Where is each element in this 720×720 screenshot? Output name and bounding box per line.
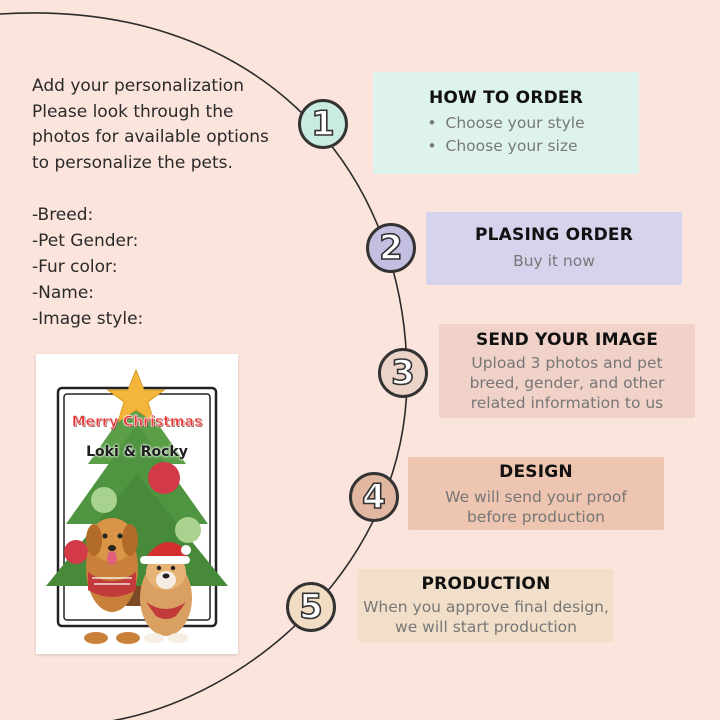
field-pet-gender: -Pet Gender:	[32, 231, 139, 251]
field-breed: -Breed:	[32, 205, 94, 225]
step-4-title: DESIGN	[499, 462, 573, 482]
step-3-desc-line: breed, gender, and other	[469, 374, 665, 392]
step-2-number-badge: 2	[366, 223, 416, 273]
pet-names-text: Loki & Rocky	[86, 444, 188, 460]
personalization-intro: Add your personalization Please look thr…	[32, 74, 302, 176]
intro-line: to personalize the pets.	[32, 152, 233, 173]
personalization-fields: -Breed: -Pet Gender: -Fur color: -Name: …	[32, 202, 143, 332]
step-2-card: PLASING ORDER Buy it now	[426, 212, 682, 285]
step-5-desc-line: we will start production	[395, 618, 577, 636]
field-fur-color: -Fur color:	[32, 257, 118, 277]
step-3-title: SEND YOUR IMAGE	[475, 330, 659, 350]
step-3-desc-line: Upload 3 photos and pet	[471, 354, 663, 372]
intro-line: Add your personalization	[32, 76, 244, 96]
step-5-card: PRODUCTION When you approve final design…	[358, 569, 614, 642]
step-2-title: PLASING ORDER	[474, 225, 634, 245]
step-1-title: HOW TO ORDER	[428, 88, 584, 108]
field-image-style: -Image style:	[32, 309, 144, 329]
greeting-text: Merry Christmas	[71, 414, 203, 431]
intro-line: Please look through the	[32, 101, 234, 122]
step-1-number-badge: 1	[298, 99, 348, 149]
bullet-choose-size: Choose your size	[427, 135, 584, 158]
product-blanket-image: Merry Christmas Loki & Rocky	[36, 354, 238, 654]
step-4-card: DESIGN We will send your proof before pr…	[408, 457, 664, 530]
step-1-bullets: Choose your style Choose your size	[427, 112, 585, 158]
field-name: -Name:	[32, 283, 95, 303]
step-4-number-badge: 4	[349, 472, 399, 522]
blanket-illustration	[46, 368, 228, 644]
step-5-desc-line: When you approve final design,	[363, 598, 609, 616]
step-4-desc-line: We will send your proof	[445, 488, 627, 506]
step-3-desc-line: related information to us	[470, 394, 664, 412]
intro-line: photos for available options	[32, 127, 269, 148]
step-5-title: PRODUCTION	[421, 574, 551, 594]
step-4-desc-line: before production	[466, 508, 606, 526]
step-3-card: SEND YOUR IMAGE Upload 3 photos and pet …	[439, 324, 695, 418]
step-3-number-badge: 3	[378, 348, 428, 398]
step-2-desc: Buy it now	[513, 252, 595, 270]
bullet-choose-style: Choose your style	[427, 112, 585, 135]
step-1-card: HOW TO ORDER Choose your style Choose yo…	[373, 72, 639, 174]
step-5-number-badge: 5	[286, 582, 336, 632]
